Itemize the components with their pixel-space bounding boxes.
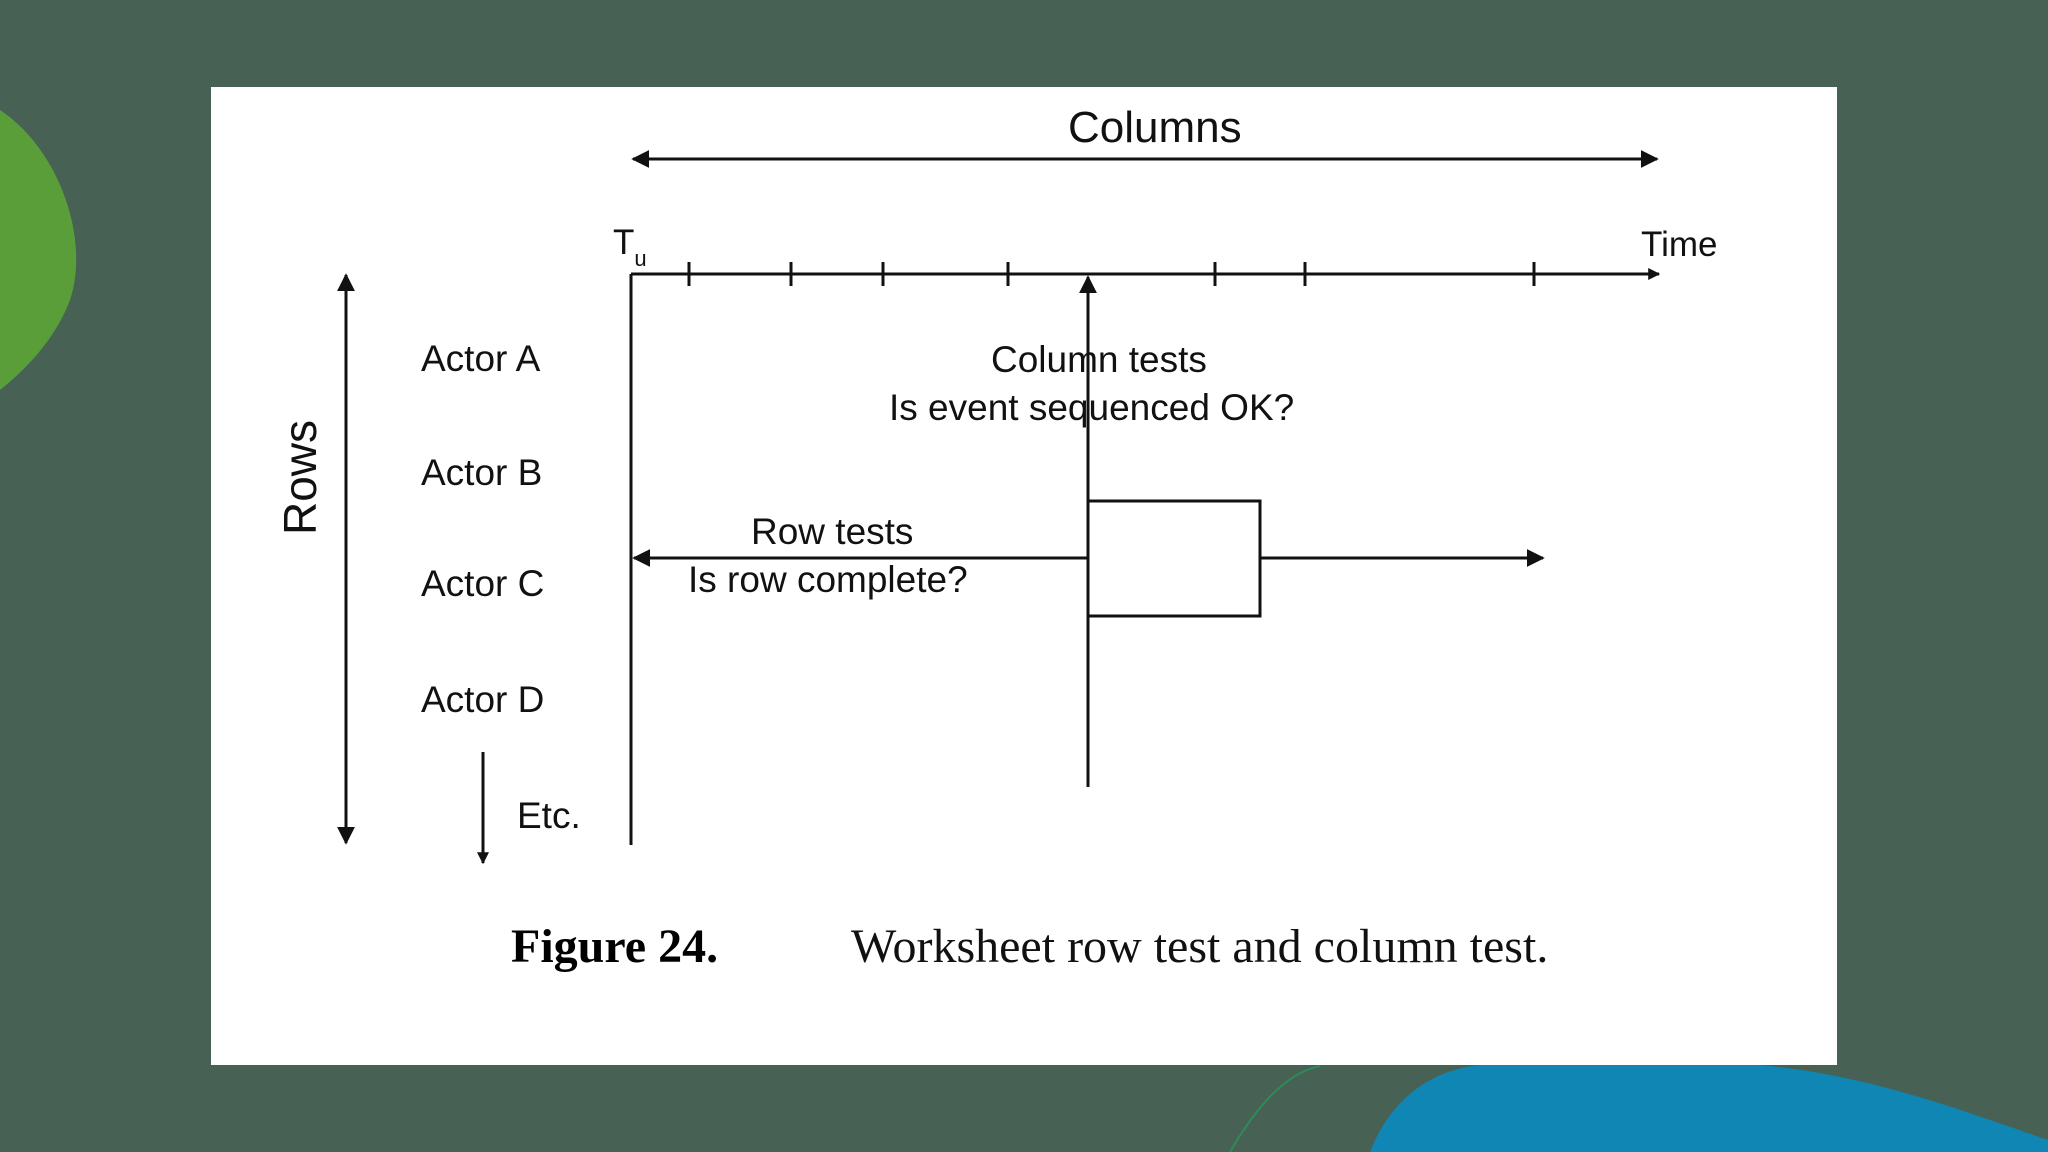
row-tests-question: Is row complete?	[688, 559, 968, 600]
green-corner-shape	[0, 110, 77, 390]
worksheet-diagram	[337, 150, 1661, 865]
origin-label-text: T	[613, 223, 635, 262]
column-tests-title: Column tests	[991, 339, 1207, 380]
column-tests-question: Is event sequenced OK?	[889, 387, 1295, 428]
caption-number: Figure 24.	[511, 920, 719, 973]
actor-c-label: Actor C	[421, 563, 545, 604]
blue-corner-shape	[1370, 1065, 2048, 1152]
origin-label: Tu	[613, 223, 647, 270]
actor-b-label: Actor B	[421, 452, 543, 493]
actor-a-label: Actor A	[421, 338, 541, 379]
etc-label: Etc.	[517, 795, 581, 836]
time-ticks	[687, 262, 1536, 286]
origin-subscript: u	[634, 246, 647, 271]
rows-label: Rows	[274, 419, 326, 535]
caption-text: Worksheet row test and column test.	[851, 920, 1549, 973]
thin-corner-line	[1229, 1065, 1321, 1152]
row-tests-title: Row tests	[751, 511, 914, 552]
columns-label: Columns	[1068, 103, 1242, 152]
time-label: Time	[1641, 225, 1718, 264]
actor-d-label: Actor D	[421, 679, 545, 720]
figure-card: Columns Time Tu Actor A Actor B Actor C …	[211, 87, 1837, 1065]
cell-box	[1086, 499, 1262, 618]
